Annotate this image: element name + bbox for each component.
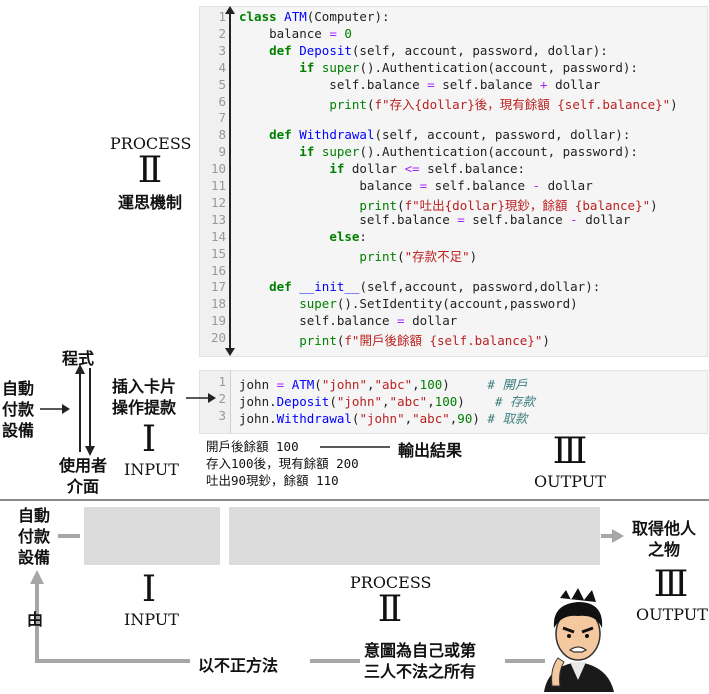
take-property-label: 取得他人 之物 [632,519,697,559]
process-block-bottom: PROCESS Ⅱ [350,573,432,630]
process-gray-box [229,507,600,565]
input-numeral: Ⅰ [141,419,157,460]
code-line: if super().Authentication(account, passw… [299,144,638,160]
line-number: 11 [210,178,226,193]
line-number: 7 [218,110,226,126]
code-line: super().SetIdentity(account,password) [299,296,578,312]
process-numeral: Ⅱ [137,150,163,191]
output-line: 存入100後，現有餘額 200 [206,456,359,471]
code-line: john.Deposit("john","abc",100) # 存款 [239,394,535,409]
line-number: 8 [218,127,226,143]
code-line: def Deposit(self, account, password, dol… [269,42,608,58]
input-block-bottom: Ⅰ INPUT [124,569,179,630]
user-interface-label: 使用者 介面 [58,456,107,496]
code-line: john.Withdrawal("john","abc",90) # 取款 [239,411,528,426]
process-numeral-bottom: Ⅱ [377,589,403,630]
program-label: 程式 [62,349,95,368]
line-number: 2 [218,25,226,41]
illegal-method-label: 以不正方法 [198,656,279,675]
left-arrows [40,364,216,456]
code-line: print(f"存入{dollar}後，現有餘額 {self.balance}"… [329,96,678,112]
bottom-atm-label: 自動 付款 設備 [18,506,51,567]
output-result-label: 輸出結果 [398,441,463,460]
input-code-panel: 1 2 3 john = ATM("john","abc",100) # 開戶 joh… [199,370,708,434]
output-block-top: Ⅲ OUTPUT [530,431,610,492]
process-caption: 運思機制 [117,193,182,212]
code-line: print(f"開戶後餘額 {self.balance}") [299,333,550,349]
input-gray-box [84,507,220,565]
line-number: 18 [210,296,226,312]
code-line: print("存款不足") [359,248,478,264]
output-numeral-bottom: Ⅲ [653,564,689,605]
code-line: self.balance = dollar [239,313,458,329]
line-number: 1 [218,374,226,389]
process-text: PROCESS [110,134,192,153]
line-gutter [200,7,231,356]
code-line: if super().Authentication(account, passw… [299,59,638,75]
line-number: 13 [210,211,226,227]
bottom-arrows [30,529,624,663]
insert-card-label: 插入卡片 操作提款 [112,377,177,417]
line-number: 3 [218,42,226,58]
line-number: 20 [210,330,226,346]
line-number: 6 [218,93,226,109]
line-number: 19 [210,313,226,329]
process-label-top: PROCESS Ⅱ 運思機制 [110,134,192,213]
line-number: 15 [210,245,226,261]
code-line: self.balance = self.balance + dollar [239,76,601,92]
output-line: 吐出90現鈔，餘額 110 [206,473,339,488]
by-label: 由 [27,610,44,629]
scroll-arrow [225,6,235,356]
code-line: self.balance = self.balance - dollar [239,211,631,227]
atm-label: 自動 付款 設備 [2,379,35,440]
output-numeral: Ⅲ [552,431,588,472]
line-number: 5 [218,76,226,92]
line-number: 3 [218,408,226,423]
code-line: if dollar <= self.balance: [329,161,526,177]
section-divider [0,499,709,501]
input-gutter [200,371,231,433]
line-number: 14 [210,228,226,244]
code-line: print(f"吐出{dollar}現鈔，餘額 {balance}") [359,197,658,213]
code-line: def Withdrawal(self, account, password, … [269,127,631,143]
output-lines: 開戶後餘額 100 存入100後，現有餘額 200 吐出90現鈔，餘額 110 [206,438,359,489]
line-number: 12 [210,194,226,210]
output-line: 開戶後餘額 100 [206,439,299,454]
line-number: 2 [218,391,226,406]
intent-label: 意圖為自己或第 三人不法之所有 [364,641,477,681]
code-line: else: [329,228,367,244]
line-number: 10 [210,161,226,177]
input-block-top: Ⅰ INPUT [124,419,179,480]
code-line: balance = self.balance - dollar [239,178,593,193]
output-text-bottom: OUTPUT [636,605,708,624]
code-line: john = ATM("john","abc",100) # 開戶 [239,377,528,392]
input-numeral-bottom: Ⅰ [141,569,157,610]
input-text-bottom: INPUT [124,610,179,629]
output-dash-line [320,446,390,448]
line-number: 4 [218,59,226,75]
line-number: 17 [210,279,226,295]
code-line: class ATM(Computer): [239,9,390,24]
output-text: OUTPUT [534,472,606,491]
output-block-bottom: Ⅲ OUTPUT [636,564,708,625]
line-number: 1 [218,9,226,24]
line-number: 16 [210,262,226,278]
input-text: INPUT [124,460,179,479]
code-line: def __init__(self,account, password,doll… [269,279,601,295]
code-line: balance = 0 [239,25,352,41]
process-text-bottom: PROCESS [350,573,432,592]
line-number: 9 [218,144,226,160]
thief-cartoon-icon [544,588,614,692]
